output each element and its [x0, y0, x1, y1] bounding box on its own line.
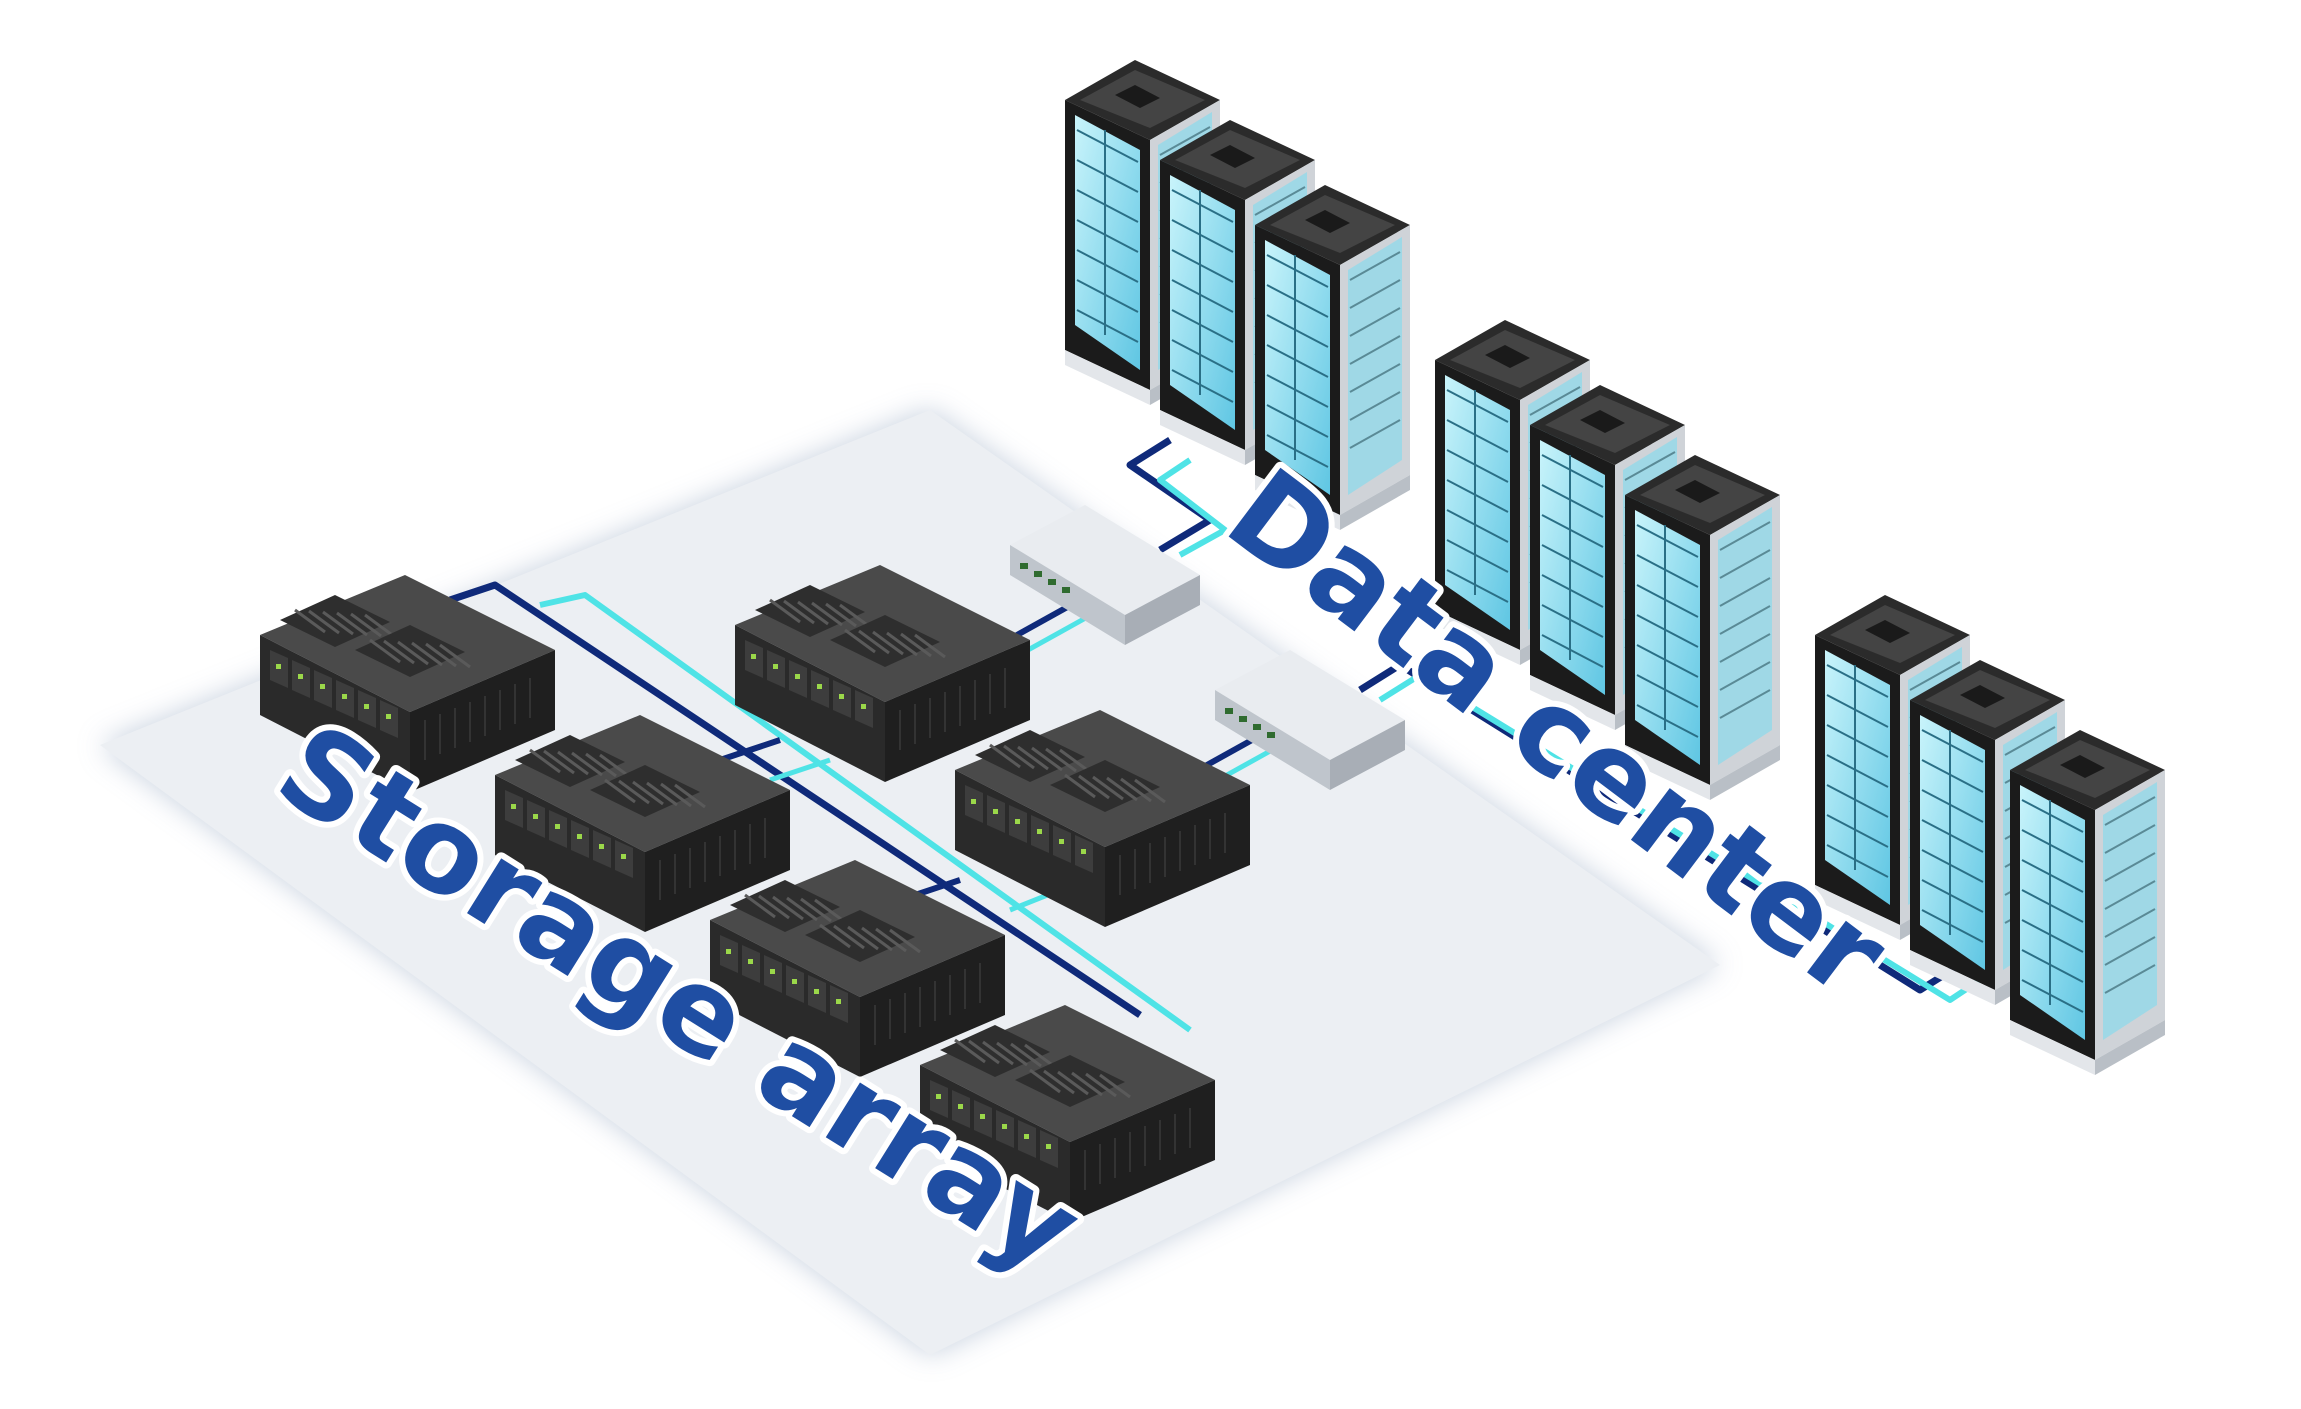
storage-server-icon [495, 715, 790, 932]
storage-server-icon [710, 860, 1005, 1077]
network-switch-icon [1215, 650, 1405, 790]
server-rack-icon [1255, 185, 1410, 530]
network-switch-icon [1010, 505, 1200, 645]
storage-server-icon [955, 710, 1250, 927]
server-rack-icon [1625, 455, 1780, 800]
storage-server-icon [260, 575, 555, 792]
server-rack-icon [2010, 730, 2165, 1075]
devices [260, 60, 2165, 1222]
storage-server-icon [920, 1005, 1215, 1222]
storage-server-icon [735, 565, 1030, 782]
